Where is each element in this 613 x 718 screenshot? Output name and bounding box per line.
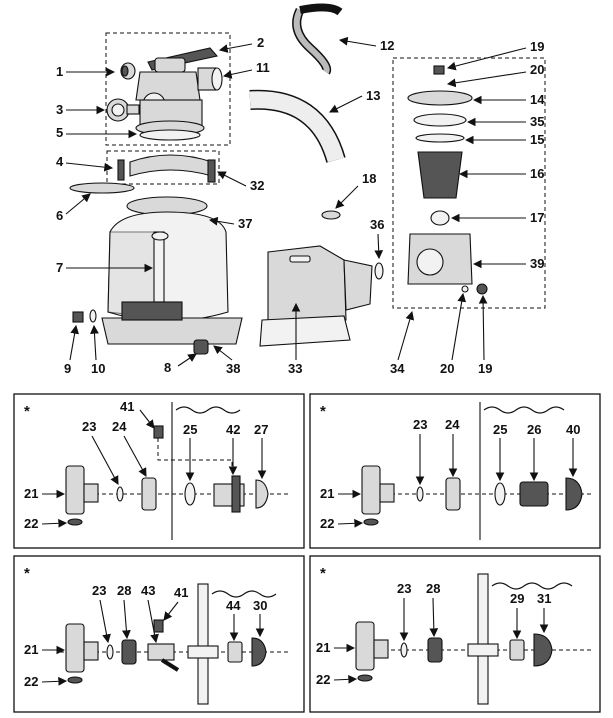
part-number-label: 20 [440,361,454,376]
pump-o-ring [374,262,384,280]
part-number-label: 37 [238,216,252,231]
part-number-label: 44 [226,598,241,613]
part-number-label: 21 [320,486,334,501]
part-number-label: 17 [530,210,544,225]
part-number-label: 25 [493,422,507,437]
part-number-label: 24 [112,419,127,434]
part-number-label: 14 [530,92,545,107]
part-number-label: 16 [530,166,544,181]
pump-seal [461,285,469,293]
part-number-label: 22 [24,516,38,531]
part-number-label: * [320,403,326,420]
part-number-label: 21 [316,640,330,655]
filter-hose-coil [292,3,343,75]
valve-cap [120,62,136,80]
part-number-label: 42 [226,422,240,437]
part-number-label: 6 [56,208,63,223]
connection-hose [249,89,346,163]
part-number-label: 23 [413,417,427,432]
part-number-label: 35 [530,114,544,129]
strainer-assembly [407,65,473,285]
drain-cap [72,311,84,323]
part-number-label: 8 [164,360,171,375]
part-number-label: 28 [426,581,440,596]
part-number-label: 11 [256,60,270,75]
part-number-label: 34 [390,361,405,376]
part-number-label: 41 [120,399,134,414]
part-number-label: 29 [510,591,524,606]
part-number-label: 5 [56,125,63,140]
part-number-label: 33 [288,361,302,376]
part-number-label: 32 [250,178,264,193]
part-number-label: 12 [380,38,394,53]
part-number-label: 4 [56,154,64,169]
part-number-label: 22 [24,674,38,689]
valve-o-ring [139,129,201,141]
part-number-label: 21 [24,642,38,657]
multiport-valve [135,47,223,136]
part-number-label: 26 [527,422,541,437]
part-number-label: 38 [226,361,240,376]
part-number-label: 22 [316,672,330,687]
sand-filter-tank [101,196,243,345]
part-number-label: 15 [530,132,544,147]
part-number-label: 24 [445,417,460,432]
part-number-label: 22 [320,516,334,531]
tank-clamp [117,154,216,183]
part-number-label: * [24,403,30,420]
part-number-label: 31 [537,591,551,606]
pump-housing [259,245,373,347]
part-number-label: 23 [82,419,96,434]
part-number-label: 20 [530,62,544,77]
panel-4: * 23 28 29 31 21 22 [309,555,601,713]
drain-plug [193,339,209,355]
panel-3: * 23 28 43 41 44 30 21 22 [13,555,305,713]
part-number-label: 2 [257,35,264,50]
part-number-label: 30 [253,598,267,613]
part-number-label: 7 [56,260,63,275]
part-number-label: 39 [530,256,544,271]
tank-o-ring [69,182,135,194]
part-number-label: 36 [370,217,384,232]
part-number-label: 19 [478,361,492,376]
part-number-label: 10 [91,361,105,376]
part-number-label: 23 [92,583,106,598]
part-number-label: 43 [141,583,155,598]
part-number-label: * [320,565,326,582]
part-number-label: 40 [566,422,580,437]
part-number-label: 1 [56,64,63,79]
pump-plug [476,283,488,295]
part-number-label: 18 [362,171,376,186]
part-number-label: 21 [24,486,38,501]
part-number-label: 28 [117,583,131,598]
part-number-label: 27 [254,422,268,437]
part-number-label: 19 [530,39,544,54]
part-number-label: 9 [64,361,71,376]
hose-adapter [321,210,341,220]
part-number-label: * [24,565,30,582]
pump-group-box [392,57,546,309]
part-number-label: 23 [397,581,411,596]
part-number-label: 3 [56,102,63,117]
part-number-label: 25 [183,422,197,437]
panel-1: * 41 23 24 25 42 27 21 22 [13,393,305,549]
valve-group-box [105,32,231,146]
part-number-label: 13 [366,88,380,103]
panel-2: * 23 24 25 26 40 21 22 [309,393,601,549]
drain-o-ring [89,309,97,323]
part-number-label: 41 [174,585,188,600]
top-labels: 1 2 3 4 5 6 7 8 9 10 11 12 13 14 15 16 1… [56,35,545,376]
pressure-gauge [106,98,140,122]
